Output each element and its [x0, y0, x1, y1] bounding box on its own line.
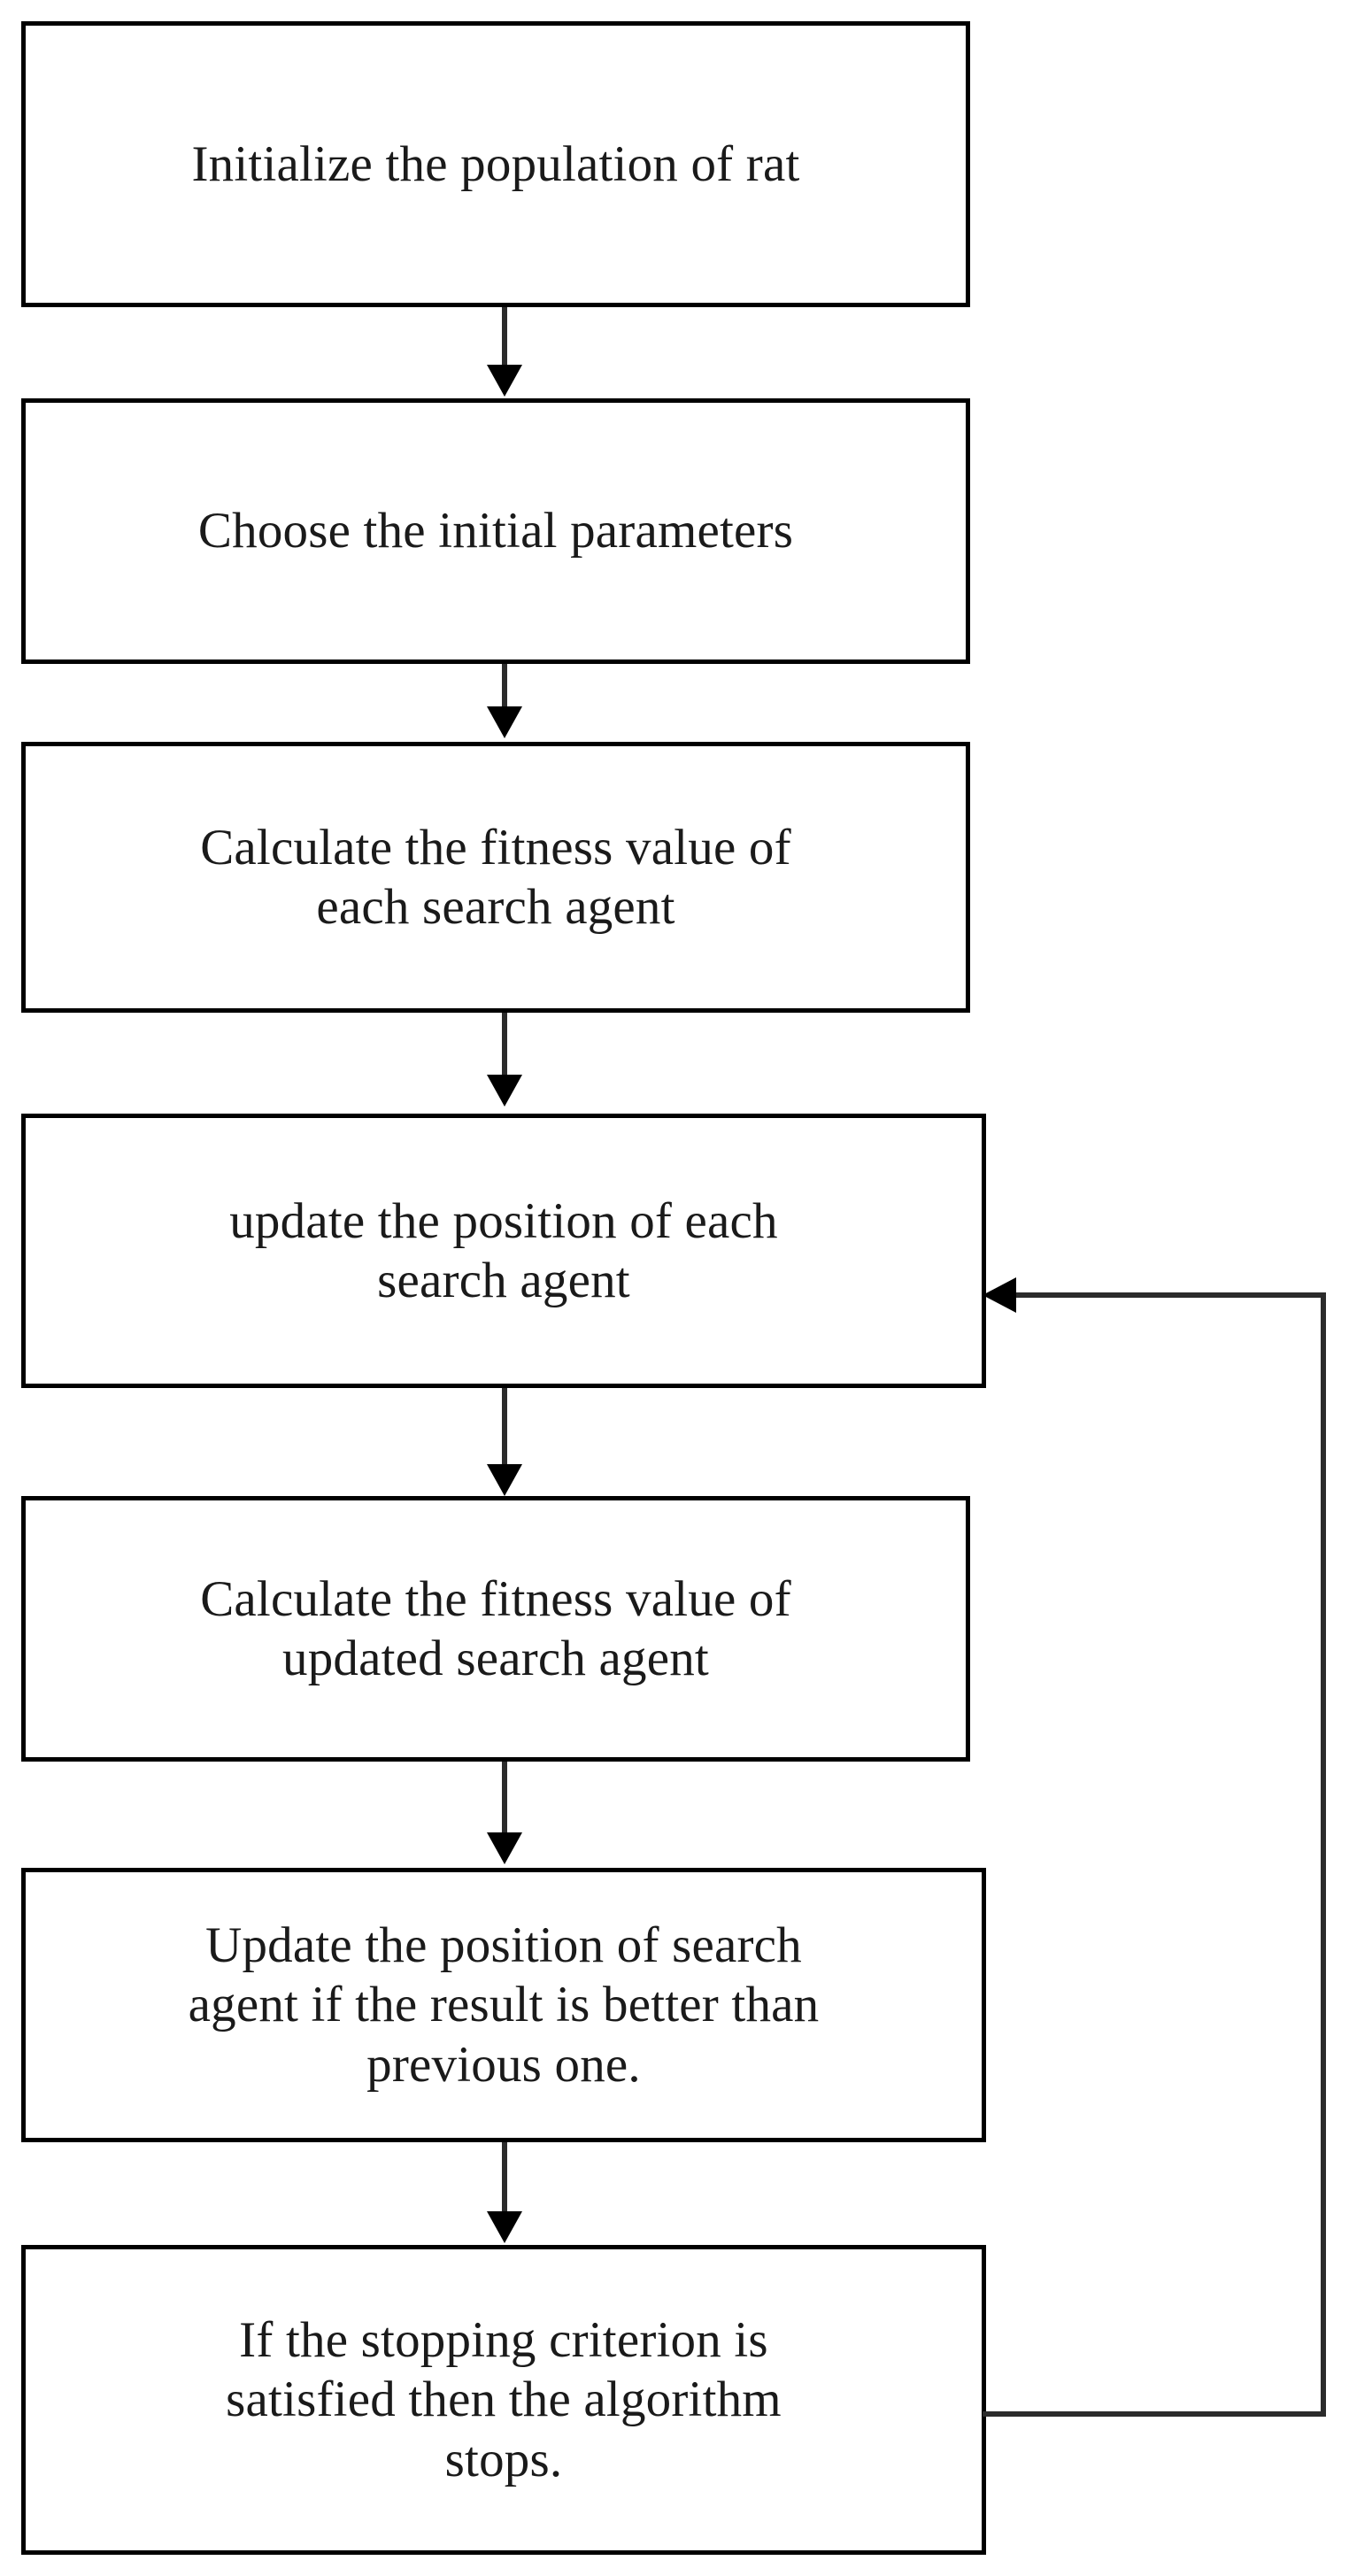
edge-n3-n4-line — [502, 1013, 507, 1084]
edge-n4-n5-arrowhead — [487, 1464, 522, 1496]
node-line: agent if the result is better than — [188, 1977, 820, 2033]
edge-n6-n7-line — [502, 2142, 507, 2218]
node-line: search agent — [377, 1253, 630, 1308]
feedback-edge-vertical-segment — [1321, 1292, 1326, 2417]
feedback-edge-top-segment — [1009, 1292, 1324, 1298]
edge-n6-n7-arrowhead — [487, 2211, 522, 2243]
flowchart-node-calculate-fitness-updated[interactable]: Calculate the fitness value of updated s… — [21, 1496, 970, 1762]
node-line: satisfied then the algorithm — [226, 2372, 782, 2428]
flowchart-node-choose-initial-parameters[interactable]: Choose the initial parameters — [21, 398, 970, 664]
node-line: each search agent — [316, 879, 675, 935]
node-line: previous one. — [366, 2036, 641, 2093]
edge-n2-n3-line — [502, 664, 507, 715]
edge-n3-n4-arrowhead — [487, 1075, 522, 1107]
node-line: stops. — [444, 2431, 563, 2487]
flowchart-node-stopping-criterion[interactable]: If the stopping criterion is satisfied t… — [21, 2245, 986, 2555]
flowchart-node-update-position-if-better[interactable]: Update the position of search agent if t… — [21, 1868, 986, 2142]
node-label: If the stopping criterion is satisfied t… — [42, 2310, 966, 2489]
node-line: Calculate the fitness value of — [200, 819, 791, 875]
node-label: update the position of each search agent — [42, 1192, 966, 1311]
node-line: updated search agent — [282, 1631, 709, 1686]
node-line: Calculate the fitness value of — [200, 1570, 791, 1627]
flowchart-node-update-position-each[interactable]: update the position of each search agent — [21, 1114, 986, 1388]
edge-n5-n6-arrowhead — [487, 1832, 522, 1864]
feedback-edge-arrowhead — [983, 1277, 1016, 1313]
feedback-edge-bottom-segment — [983, 2411, 1326, 2417]
node-line: update the position of each — [229, 1192, 778, 1249]
node-line: If the stopping criterion is — [239, 2312, 768, 2369]
edge-n4-n5-line — [502, 1388, 507, 1475]
node-line: Update the position of search — [205, 1917, 802, 1974]
node-label: Calculate the fitness value of each sear… — [42, 818, 950, 937]
flowchart-node-initialize-population[interactable]: Initialize the population of rat — [21, 21, 970, 307]
node-label: Calculate the fitness value of updated s… — [42, 1570, 950, 1689]
node-line: Choose the initial parameters — [197, 503, 794, 559]
node-label: Choose the initial parameters — [42, 501, 950, 560]
edge-n1-n2-line — [502, 307, 507, 367]
node-label: Update the position of search agent if t… — [42, 1916, 966, 2094]
edge-n5-n6-line — [502, 1762, 507, 1841]
node-label: Initialize the population of rat — [42, 135, 950, 194]
flowchart-node-calculate-fitness-each[interactable]: Calculate the fitness value of each sear… — [21, 742, 970, 1013]
edge-n2-n3-arrowhead — [487, 706, 522, 738]
node-line: Initialize the population of rat — [191, 135, 800, 192]
edge-n1-n2-arrowhead — [487, 365, 522, 397]
